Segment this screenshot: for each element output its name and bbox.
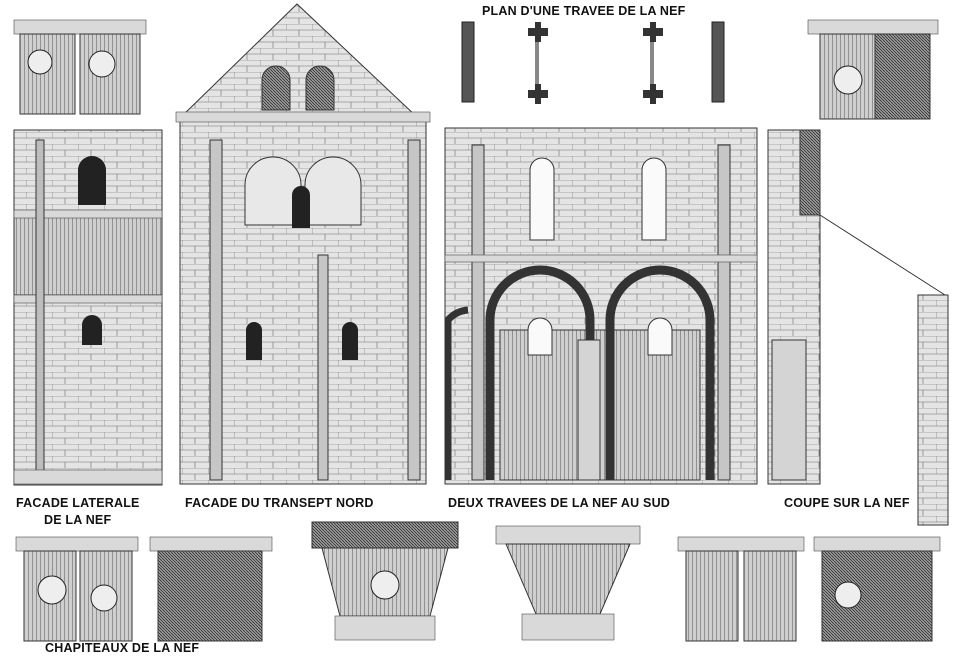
caption-deux-travees: DEUX TRAVEES DE LA NEF AU SUD <box>448 496 671 510</box>
caption-plan: PLAN D'UNE TRAVEE DE LA NEF <box>482 4 686 18</box>
capital-top-right <box>807 19 939 120</box>
plan-drawing <box>461 21 725 104</box>
caption-chapiteaux: CHAPITEAUX DE LA NEF <box>45 641 200 655</box>
deux-travees-drawing <box>444 127 758 485</box>
caption-facade-laterale-line2: DE LA NEF <box>44 513 112 527</box>
caption-facade-transept: FACADE DU TRANSEPT NORD <box>185 496 374 510</box>
capital-top-left <box>13 19 147 115</box>
caption-coupe: COUPE SUR LA NEF <box>784 496 910 510</box>
coupe-drawing <box>767 129 949 526</box>
caption-facade-laterale-line1: FACADE LATERALE <box>16 496 140 510</box>
facade-transept-drawing <box>175 3 431 485</box>
chapiteaux-drawings <box>15 521 941 642</box>
facade-laterale-drawing <box>13 129 163 486</box>
